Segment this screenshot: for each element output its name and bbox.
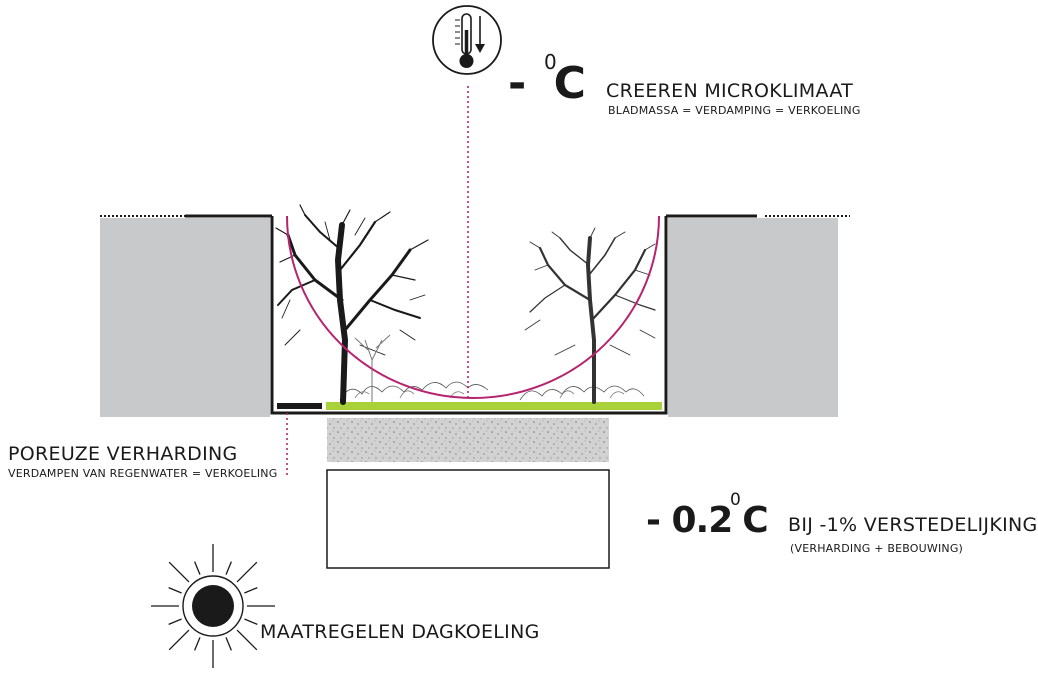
left-small-tree xyxy=(354,334,391,402)
top-title: CREEREN MICROKLIMAAT xyxy=(606,80,854,102)
sun-ray xyxy=(168,561,190,583)
gravel-layer xyxy=(327,418,609,462)
sun-ray xyxy=(236,561,258,583)
left-subtitle: VERDAMPEN VAN REGENWATER = VERKOELING xyxy=(8,467,278,480)
shrubs xyxy=(339,381,645,401)
sun-ray xyxy=(244,587,258,594)
street-profile xyxy=(270,216,668,415)
sun-ray xyxy=(225,637,232,651)
sun-icon xyxy=(151,544,275,668)
right-subtitle: (VERHARDING + BEBOUWING) xyxy=(790,542,964,555)
top-temperature: - C 0 xyxy=(508,50,586,109)
left-title: POREUZE VERHARDING xyxy=(8,443,238,465)
right-tree xyxy=(524,227,656,404)
top-temp-sup: 0 xyxy=(544,50,557,74)
sun-ray xyxy=(194,561,201,575)
top-temp-unit: C xyxy=(553,58,586,109)
grass-strip xyxy=(326,402,662,410)
top-temp-prefix: - xyxy=(508,58,540,109)
water-storage-box xyxy=(326,469,610,569)
left-tree xyxy=(275,204,429,405)
right-building xyxy=(668,218,838,417)
bottom-label: MAATREGELEN DAGKOELING xyxy=(260,621,540,643)
pavement-strip xyxy=(277,403,322,409)
thermometer-down-icon xyxy=(432,5,502,75)
sun-ray xyxy=(168,618,182,625)
right-temp-unit: C xyxy=(742,500,768,541)
right-temp-value: - 0.2 xyxy=(646,500,733,541)
sun-ray xyxy=(194,637,201,651)
sun-ray xyxy=(225,561,232,575)
sun-ray xyxy=(244,618,258,625)
top-subtitle: BLADMASSA = VERDAMPING = VERKOELING xyxy=(608,104,861,117)
sun-ray xyxy=(168,587,182,594)
right-temp-sup: 0 xyxy=(730,490,741,510)
left-building xyxy=(100,218,270,417)
sun-ray xyxy=(236,629,258,651)
microclimate-arc xyxy=(286,215,660,399)
sun-ray xyxy=(168,629,190,651)
right-title: BIJ -1% VERSTEDELIJKING xyxy=(788,514,1038,536)
